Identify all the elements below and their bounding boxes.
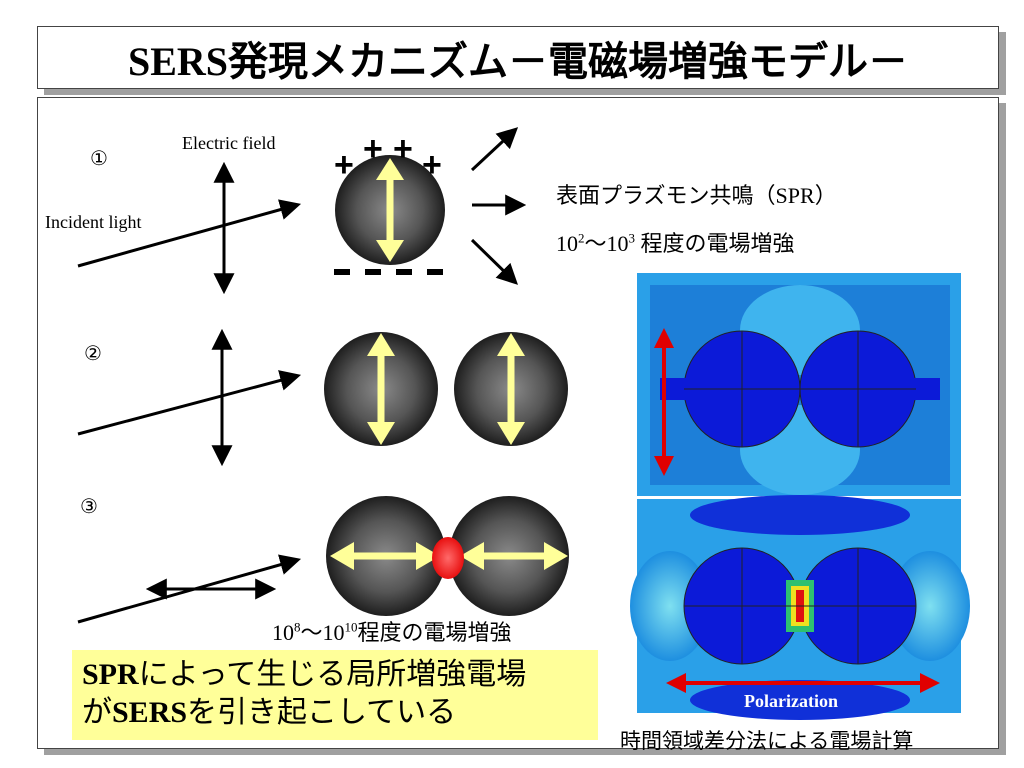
incident-light-arrow-1 [77,199,302,268]
fdtd-field-map-2 [630,495,970,720]
plus-charges: + + + + [334,130,442,184]
summary-box: SPRによって生じる局所増強電場 がSERSを引き起こしている [72,650,598,740]
step-1-label: ① [90,148,108,170]
scatter-arrow-up [470,127,519,172]
scatter-arrow-down [470,238,519,285]
dipole-arrow-1 [376,158,404,262]
svg-text:+: + [422,146,442,184]
minus-charges [334,269,443,275]
step-2-label: ② [84,343,102,365]
gap-enhancement: 108～1010程度の電場増強 [272,619,512,645]
hotspot [432,537,464,579]
dipole-arrow-2a [367,333,395,445]
incident-light-arrow-2 [77,370,302,436]
spr-enhancement: 102～103 程度の電場増強 [556,230,795,256]
step-3-label: ③ [80,496,98,518]
fdtd-caption: 時間領域差分法による電場計算 [620,729,914,753]
dipole-arrow-3a [330,542,440,570]
spr-title: 表面プラズモン共鳴（SPR） [556,183,837,208]
dipole-arrow-2b [497,333,525,445]
summary-line-2: がSERSを引き起こしている [82,696,457,729]
dipole-arrow-3b [460,542,568,570]
mechanism-diagram: + + + + [77,127,970,720]
summary-line-1: SPRによって生じる局所増強電場 [82,658,527,691]
incident-light-label: Incident light [45,212,142,232]
electric-field-label: Electric field [182,133,276,153]
svg-text:+: + [334,146,354,184]
svg-text:+: + [363,130,383,168]
incident-light-arrow-3 [77,554,302,624]
svg-text:+: + [393,130,413,168]
fdtd-field-map-1 [637,273,961,496]
slide-title: SERS発現メカニズム－電磁場増強モデル－ [37,26,999,89]
polarization-label: Polarization [744,691,838,711]
